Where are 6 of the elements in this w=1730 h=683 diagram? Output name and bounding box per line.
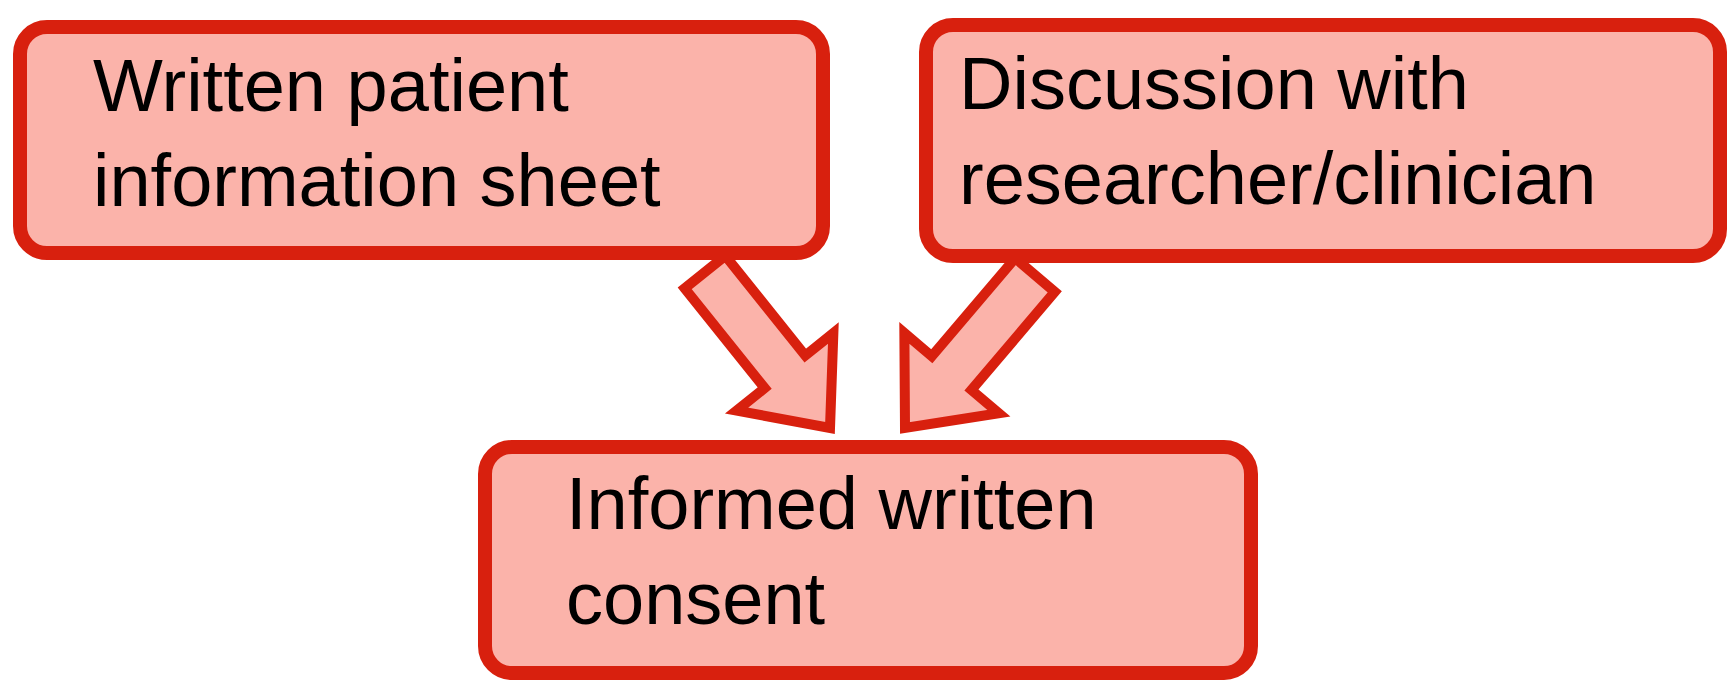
rounded-box xyxy=(919,18,1727,263)
rounded-box xyxy=(478,440,1258,680)
box-text: Informed written consent xyxy=(566,461,1098,642)
box-text: Discussion with researcher/clinician xyxy=(959,41,1598,222)
box-text: Written patient information sheet xyxy=(93,43,662,224)
rounded-box xyxy=(13,20,830,260)
